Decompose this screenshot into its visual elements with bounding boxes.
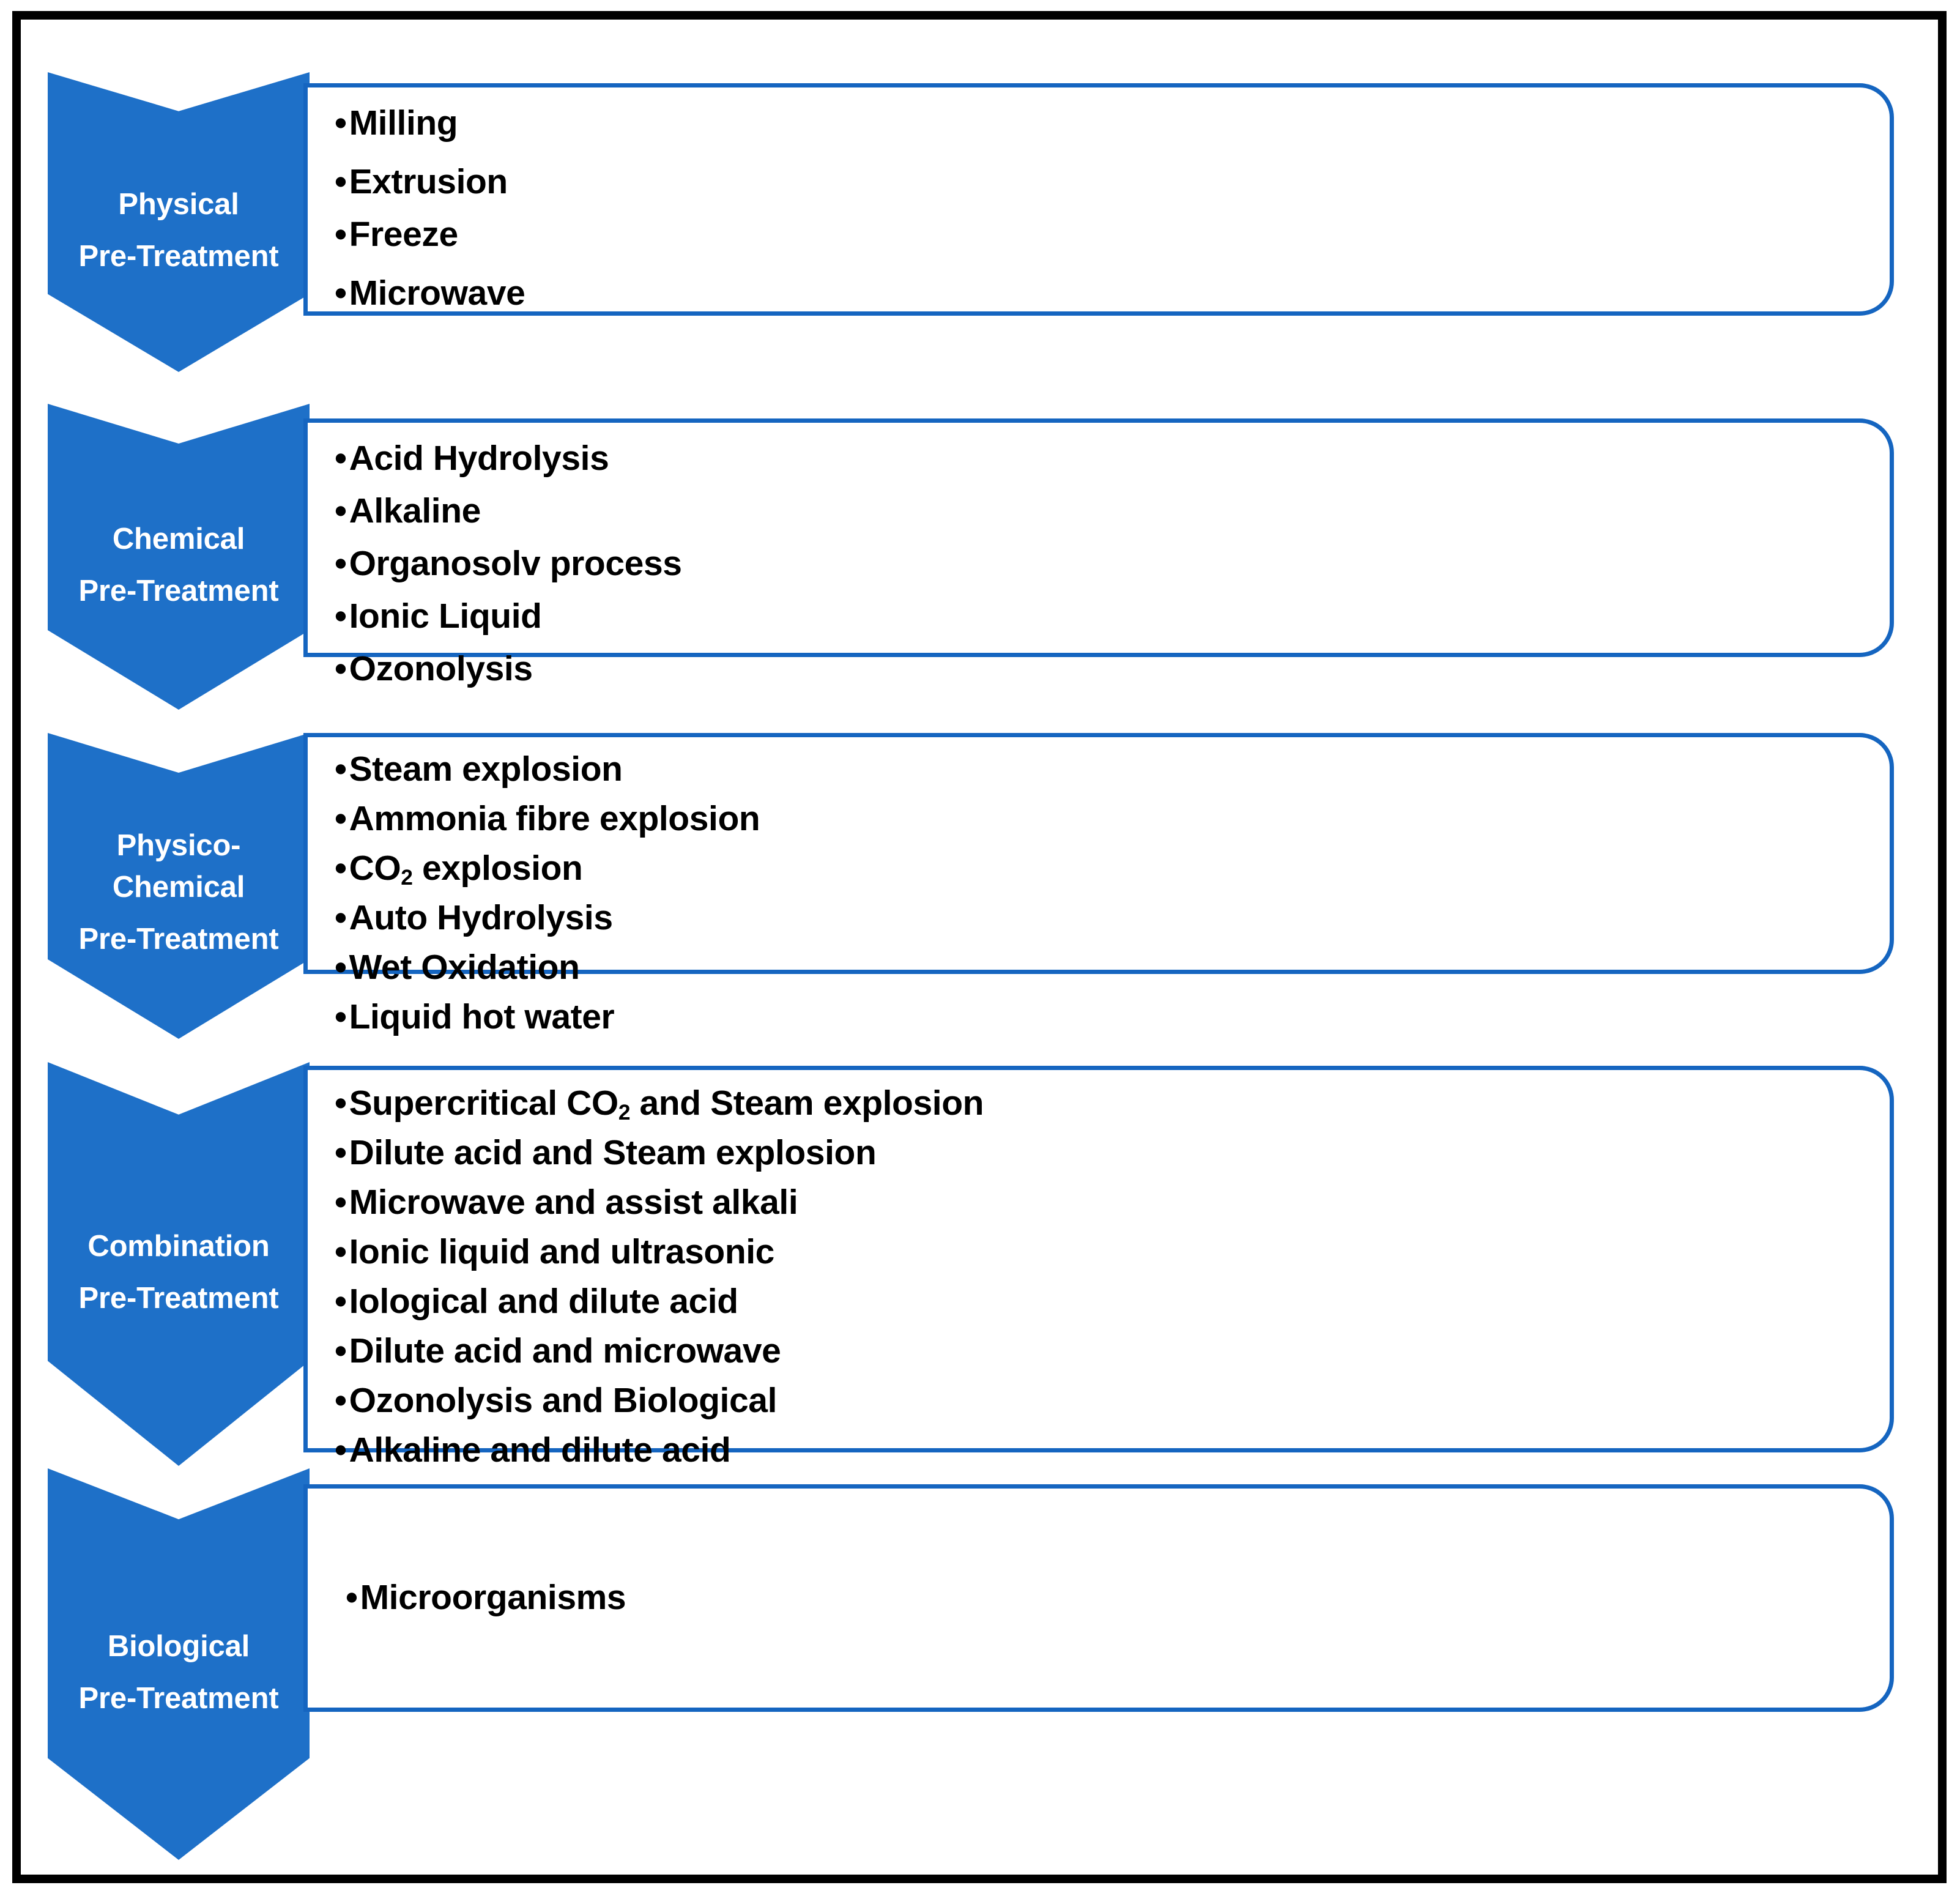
list-item: Extrusion [335,165,1890,199]
list-item: Ozonolysis and Biological [335,1383,1890,1418]
list-item: Ammonia fibre explosion [335,801,1890,836]
stage-title-line2: Pre-Treatment [78,239,279,273]
stage-chevron-physico-chemical[interactable]: Physico- Chemical Pre-Treatment [48,733,310,1039]
list-item: Acid Hydrolysis [335,441,1890,476]
method-listbox-combination: Supercritical CO2 and Steam explosion Di… [303,1066,1894,1517]
stage-title-line1: Physical [118,188,239,221]
stage-title-line1: Physico- [116,828,241,862]
list-item-co2: CO2 explosion [335,851,1890,888]
list-item: Iological and dilute acid [335,1284,1890,1319]
stage-title-line2: Pre-Treatment [78,1681,279,1715]
chevron-label-stack: Physico- Chemical Pre-Treatment [79,827,279,959]
list-item: Organosolv process [335,546,1890,581]
chevron-label-stack: Chemical Pre-Treatment [79,520,279,610]
stage-title-line2: Pre-Treatment [78,1281,279,1315]
list-item: Microwave and assist alkali [335,1185,1890,1220]
list-item: Wet Oxidation [335,950,1890,985]
list-item: Auto Hydrolysis [335,901,1890,935]
stage-title-line1: Chemical [112,522,245,556]
list-item: Dilute acid and Steam explosion [335,1136,1890,1170]
list-item: Freeze [335,217,1890,252]
method-listbox-biological: Microorganisms [303,1484,1894,1712]
stage-chevron-chemical[interactable]: Chemical Pre-Treatment [48,404,310,710]
stage-title-line2: Pre-Treatment [78,574,279,608]
stage-title-line1: Combination [87,1230,270,1263]
list-item: Microwave [335,276,1890,311]
stage-title-line1: Biological [107,1630,250,1664]
list-item: Milling [335,106,1890,141]
list-item: Ionic Liquid [335,599,1890,634]
stage-chevron-combination[interactable]: Combination Pre-Treatment [48,1062,310,1466]
list-item: Liquid hot water [335,1000,1890,1035]
stage-title-line2: Chemical [112,871,245,904]
list-item: Steam explosion [335,752,1890,787]
stage-title-line3: Pre-Treatment [78,923,279,956]
method-listbox-physico-chemical: Steam explosion Ammonia fibre explosion … [303,733,1894,1035]
method-listbox-physical: Milling Extrusion Freeze Microwave [303,83,1894,316]
list-item: Microorganisms [346,1580,1890,1615]
list-item: Ozonolysis [335,652,1890,686]
list-item: Alkaline [335,494,1890,529]
chevron-label-stack: Combination Pre-Treatment [79,1227,279,1317]
stage-chevron-biological[interactable]: Biological Pre-Treatment [48,1468,310,1860]
method-listbox-chemical: Acid Hydrolysis Alkaline Organosolv proc… [303,418,1894,686]
list-item-supercritical-co2: Supercritical CO2 and Steam explosion [335,1086,1890,1123]
list-item: Dilute acid and microwave [335,1334,1890,1369]
list-item: Ionic liquid and ultrasonic [335,1235,1890,1270]
chevron-label-stack: Physical Pre-Treatment [79,185,279,275]
stage-chevron-physical[interactable]: Physical Pre-Treatment [48,72,310,372]
list-item: Alkaline and dilute acid [335,1433,1890,1468]
chevron-label-stack: Biological Pre-Treatment [79,1627,279,1717]
